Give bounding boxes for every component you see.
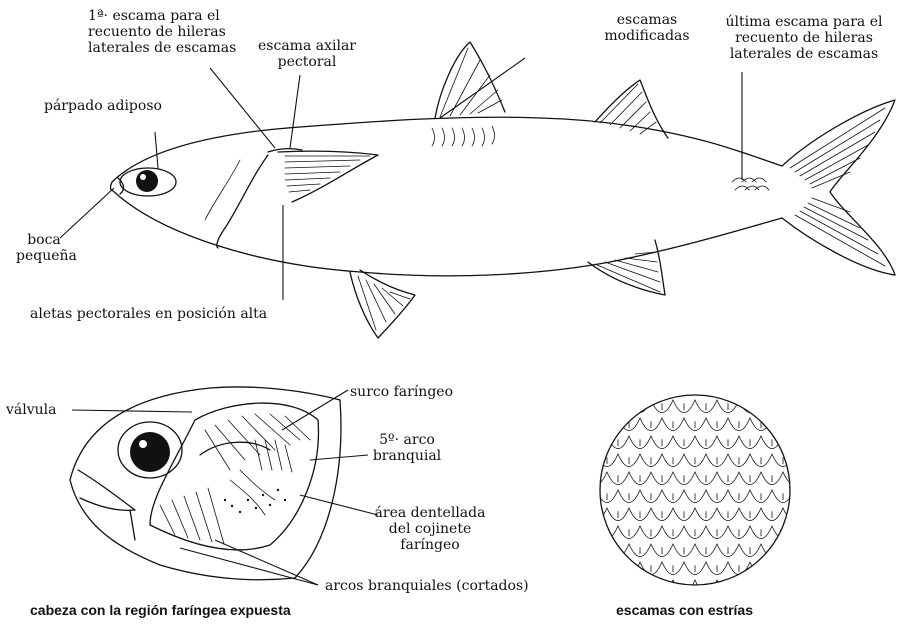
scale-outline — [618, 562, 640, 575]
scale-outline — [585, 544, 607, 557]
fish-body — [111, 42, 896, 338]
scale-outline — [783, 436, 805, 449]
scale-outline — [585, 508, 607, 521]
scale-outline — [783, 508, 805, 521]
label-high-pectoral: aletas pectorales en posición alta — [30, 306, 267, 322]
label-small-mouth: boca pequeña — [16, 232, 72, 264]
caption-head: cabeza con la región faríngea expuesta — [30, 602, 291, 618]
scale-outline — [794, 490, 816, 503]
label-adipose-eyelid: párpado adiposo — [44, 98, 162, 114]
leader-lines-head — [72, 390, 378, 585]
label-axillary-scale: escama axilar pectoral — [252, 38, 362, 70]
label-gill-arches: arcos branquiales (cortados) — [325, 578, 529, 594]
scale-outline — [772, 562, 794, 575]
caption-scales: escamas con estrías — [616, 602, 753, 618]
scale-outline — [585, 436, 607, 449]
scale-outline — [585, 472, 607, 485]
label-last-scale: última escama para el recuento de hilera… — [716, 14, 892, 62]
scale-outline — [596, 418, 618, 431]
scale-outline — [629, 580, 651, 593]
scale-outline — [662, 382, 684, 395]
scale-outline — [596, 526, 618, 539]
scale-outline — [596, 562, 618, 575]
label-valve: válvula — [6, 402, 56, 418]
scale-detail — [574, 382, 816, 611]
scale-outline — [695, 580, 717, 593]
label-modified-scales: escamas modificadas — [592, 12, 702, 44]
scale-outline — [772, 526, 794, 539]
label-pharyngeal-groove: surco faríngeo — [350, 384, 453, 400]
label-first-scale: 1ª· escama para el recuento de hileras l… — [88, 8, 236, 56]
scale-outline — [739, 400, 761, 413]
scale-outline — [684, 382, 706, 395]
scale-outline — [772, 418, 794, 431]
scale-outline — [574, 490, 596, 503]
scale-outline — [739, 580, 761, 593]
scale-outline — [629, 400, 651, 413]
scale-outline — [673, 580, 695, 593]
head-detail — [70, 387, 341, 580]
scale-outline — [706, 382, 728, 395]
scale-outline — [783, 472, 805, 485]
label-toothed-area: área dentellada del cojinete faríngeo — [370, 505, 490, 553]
scale-outline — [750, 562, 772, 575]
label-fifth-arch: 5º· arco branquial — [362, 432, 452, 464]
scale-outline — [783, 544, 805, 557]
